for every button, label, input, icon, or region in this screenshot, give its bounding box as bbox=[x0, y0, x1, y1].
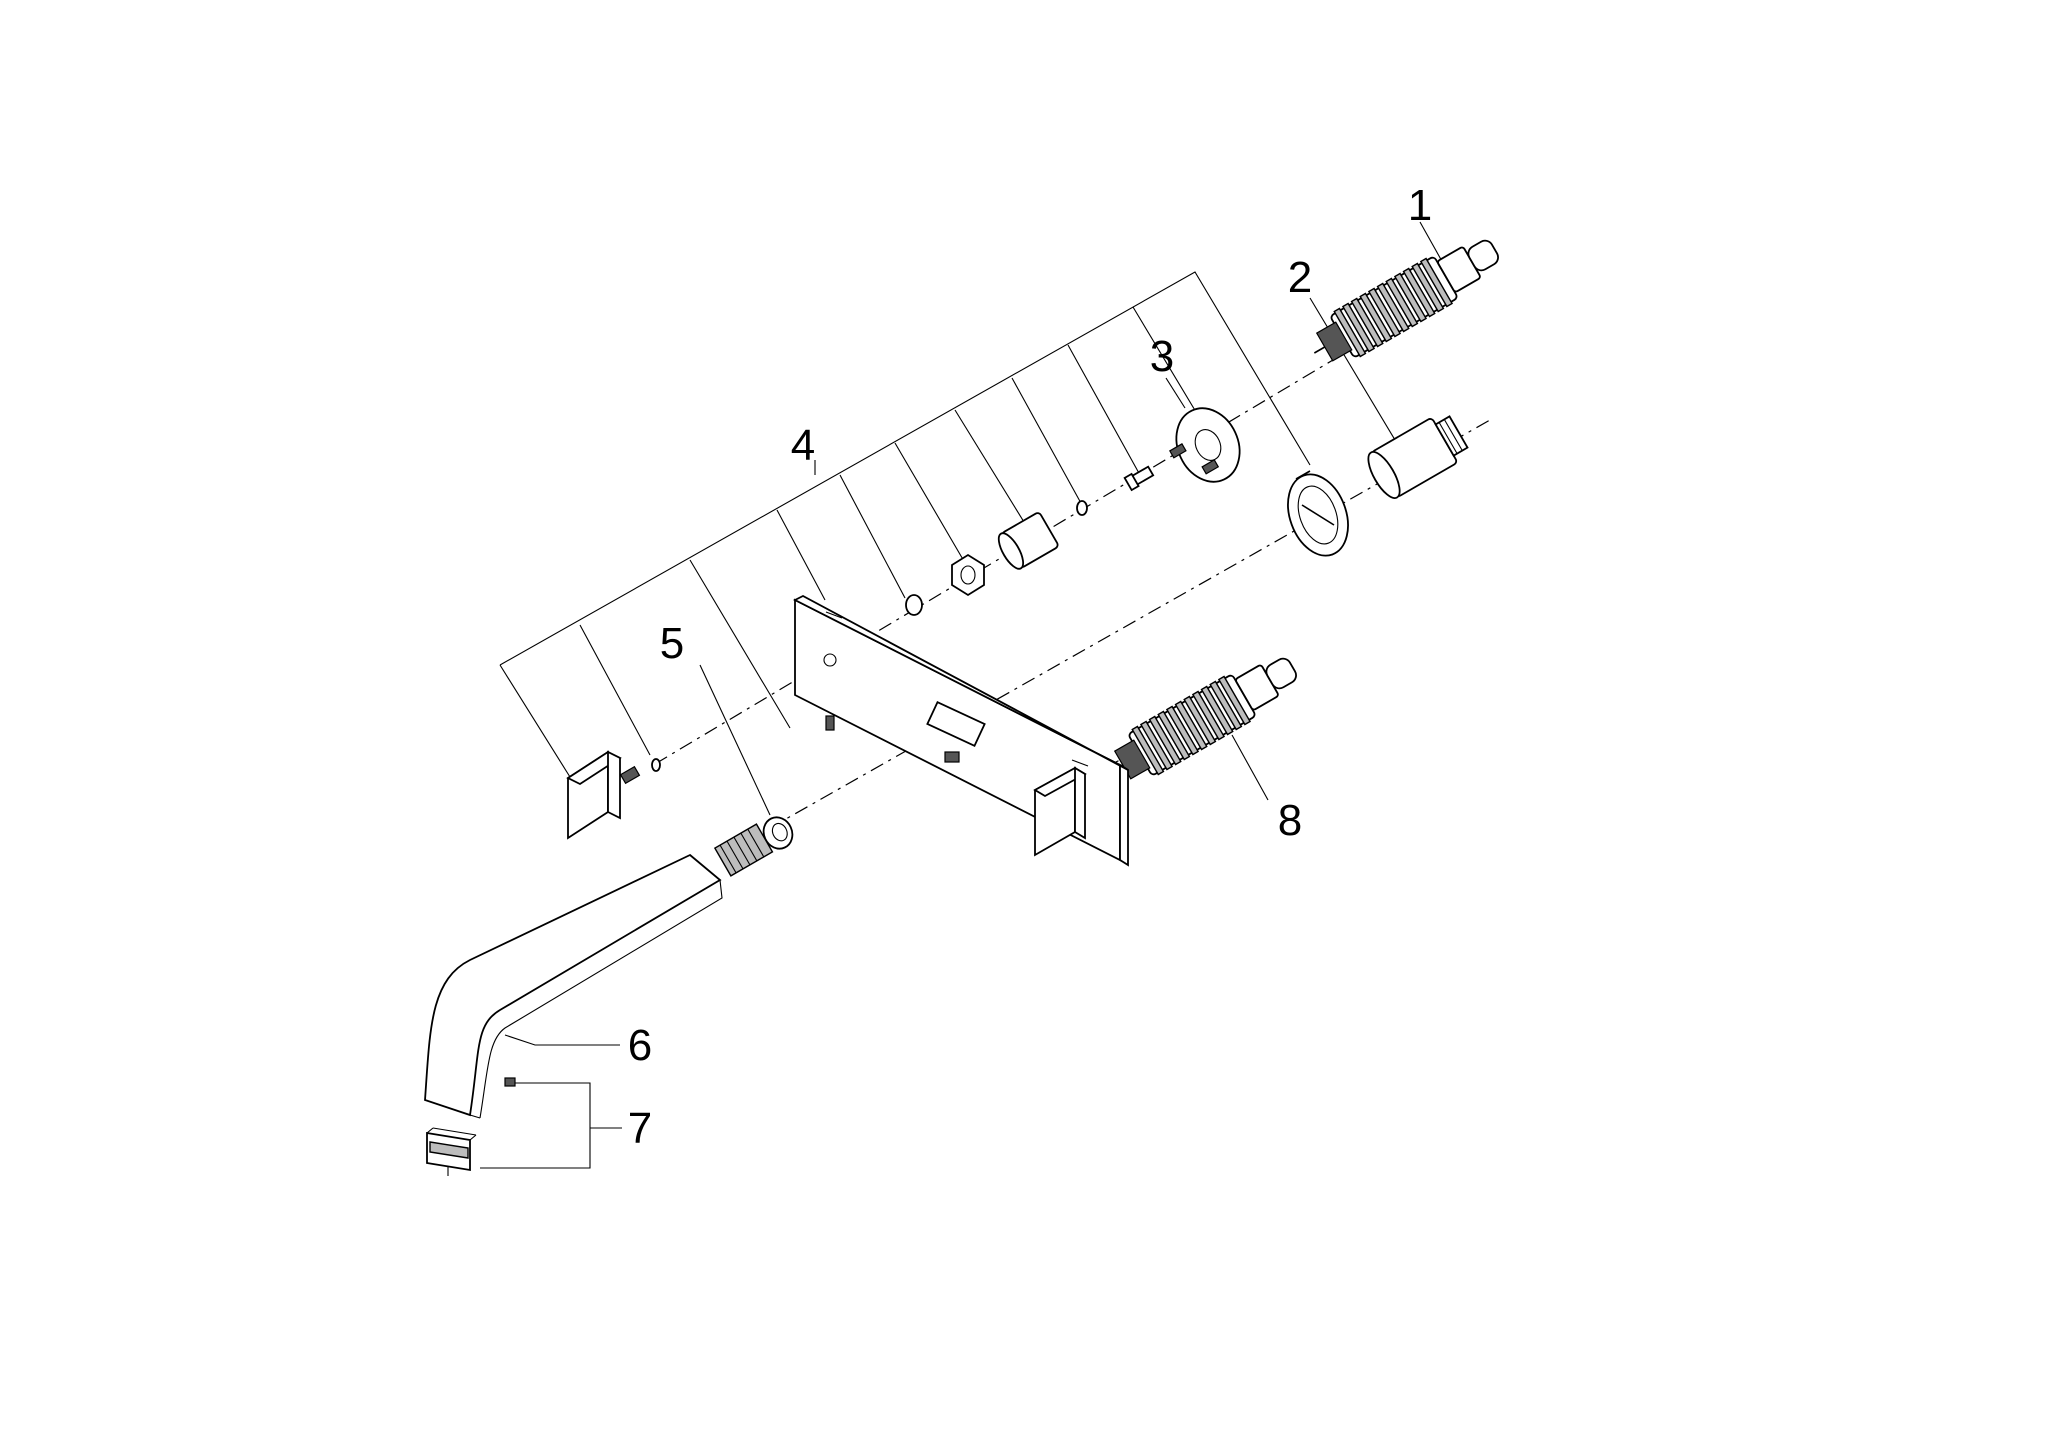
flange-plate bbox=[1169, 407, 1241, 483]
leader-lines bbox=[480, 221, 1449, 1169]
aerator bbox=[426, 1127, 477, 1176]
spacer-sleeve bbox=[997, 512, 1059, 570]
callout-1: 1 bbox=[1408, 181, 1432, 230]
callout-7: 7 bbox=[628, 1104, 652, 1153]
callout-4: 4 bbox=[791, 421, 815, 470]
aerator-screw bbox=[504, 1077, 516, 1087]
screw-small bbox=[1123, 465, 1155, 492]
callouts: 1 2 3 4 5 6 7 8 bbox=[628, 181, 1432, 1153]
spring-washer bbox=[905, 594, 923, 616]
spout-thread bbox=[713, 823, 774, 877]
cartridge-lower bbox=[1111, 657, 1297, 780]
spout bbox=[424, 823, 774, 1119]
mounting-bracket bbox=[1287, 470, 1349, 557]
hex-nut bbox=[951, 553, 985, 597]
washer-small bbox=[1076, 500, 1088, 516]
handle-knob-left bbox=[566, 750, 661, 840]
callout-6: 6 bbox=[628, 1021, 652, 1070]
cartridge-upper bbox=[1313, 239, 1499, 362]
callout-2: 2 bbox=[1288, 253, 1312, 302]
callout-5: 5 bbox=[660, 619, 684, 668]
extension-sleeve bbox=[1367, 415, 1469, 499]
handle-knob-right bbox=[1033, 766, 1087, 857]
callout-8: 8 bbox=[1278, 796, 1302, 845]
callout-3: 3 bbox=[1150, 332, 1174, 381]
